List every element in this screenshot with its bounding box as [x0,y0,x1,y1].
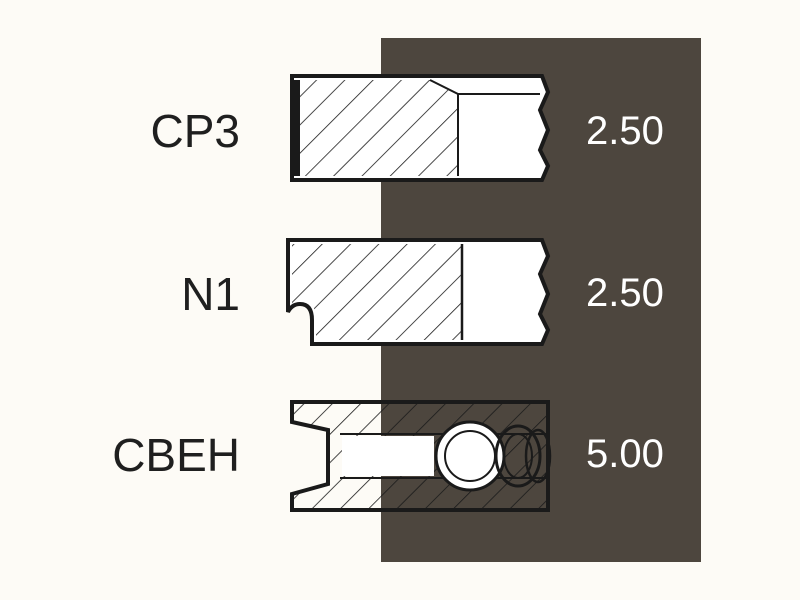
ring-width-n1: 2.50 [586,271,664,315]
ring-profile-cbeh [290,400,552,512]
ring-width-cp3: 2.50 [586,109,664,153]
ring-profile-cp3 [290,74,551,182]
ring-profile-n1 [286,238,551,346]
ring-label-n1: N1 [181,268,240,320]
ring-label-cp3: CP3 [150,105,240,157]
ring-label-cbeh: CBEH [112,429,240,481]
ring-width-cbeh: 5.00 [586,432,664,476]
